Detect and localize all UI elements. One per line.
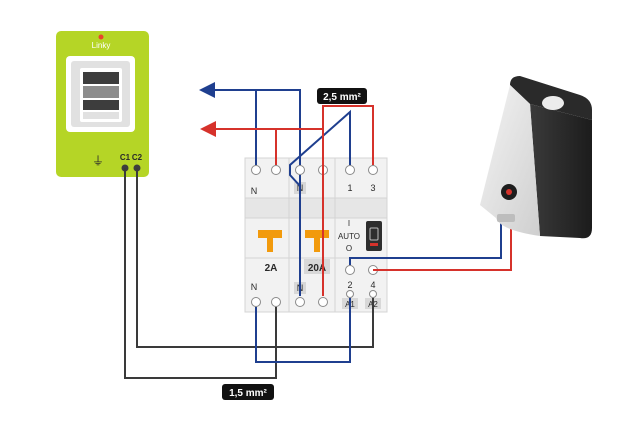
switch-auto-label: AUTO (338, 232, 360, 241)
contactor-coil-a1 (346, 290, 354, 298)
breaker-2a: N 2A N (244, 157, 290, 313)
wiring (124, 82, 512, 379)
breaker-2a-terminal-top-l (271, 165, 281, 175)
heater-neutral-wire (349, 222, 502, 265)
signal-c1-wire (124, 168, 277, 379)
breaker-20a-terminal-bottom-l (318, 297, 328, 307)
earth-icon: ⏚ (92, 154, 104, 168)
heater-cable-gland (497, 214, 515, 222)
contactor-terminal-3 (368, 165, 378, 175)
meter-display (83, 72, 119, 84)
contactor-terminal-2 (345, 265, 355, 275)
contactor: 1 3 I AUTO O 2 4 A1 A2 (334, 157, 388, 313)
contactor-terminal-2-label: 2 (347, 280, 352, 290)
contactor-terminal-1 (345, 165, 355, 175)
contactor-terminal-3-label: 3 (370, 183, 375, 193)
contactor-terminal-1-label: 1 (347, 183, 352, 193)
breaker-20a-rating-label: 20A (308, 263, 326, 274)
heater-top-knob (542, 96, 564, 110)
heater-front-panel (480, 85, 540, 236)
breaker-2a-terminal-bottom-n (251, 297, 261, 307)
terminal-c1-label: C1 (120, 153, 131, 162)
switch-on-label: I (348, 219, 350, 228)
breaker-2a-bottom-neutral-label: N (251, 282, 258, 292)
label-power-section: 2,5 mm² (317, 88, 367, 104)
meter-led-icon (98, 34, 104, 40)
neutral-to-contactor-wire (289, 109, 351, 296)
switch-off-label: O (346, 244, 352, 253)
breaker-2a-handle (258, 230, 282, 252)
breaker-20a-terminal-top-n (295, 165, 305, 175)
status-indicator-icon (370, 243, 378, 246)
label-signal-section: 1,5 mm² (222, 384, 274, 400)
breaker-2a-terminal-top-n (251, 165, 261, 175)
breaker-20a-terminal-bottom-n (295, 297, 305, 307)
mode-selector-switch (366, 221, 382, 251)
svg-text:1,5 mm²: 1,5 mm² (229, 388, 267, 399)
contactor-terminal-4-label: 4 (370, 280, 375, 290)
breaker-2a-rating-label: 2A (265, 263, 278, 274)
coil-supply-wire (255, 298, 351, 363)
svg-text:2,5 mm²: 2,5 mm² (323, 92, 361, 103)
live-to-contactor-wire (322, 105, 374, 296)
terminal-c2-label: C2 (132, 153, 143, 162)
linky-meter: Linky ⏚ C1 C2 (56, 31, 149, 177)
heater-live-wire (373, 222, 512, 271)
contactor-coil-a2 (369, 290, 377, 298)
breaker-2a-terminal-bottom-l (271, 297, 281, 307)
water-heater (480, 76, 592, 239)
meter-brand-label: Linky (92, 41, 111, 50)
breaker-2a-top-neutral-label: N (251, 186, 258, 196)
heater-side-panel (530, 104, 592, 239)
neutral-feed-wire (199, 82, 301, 165)
